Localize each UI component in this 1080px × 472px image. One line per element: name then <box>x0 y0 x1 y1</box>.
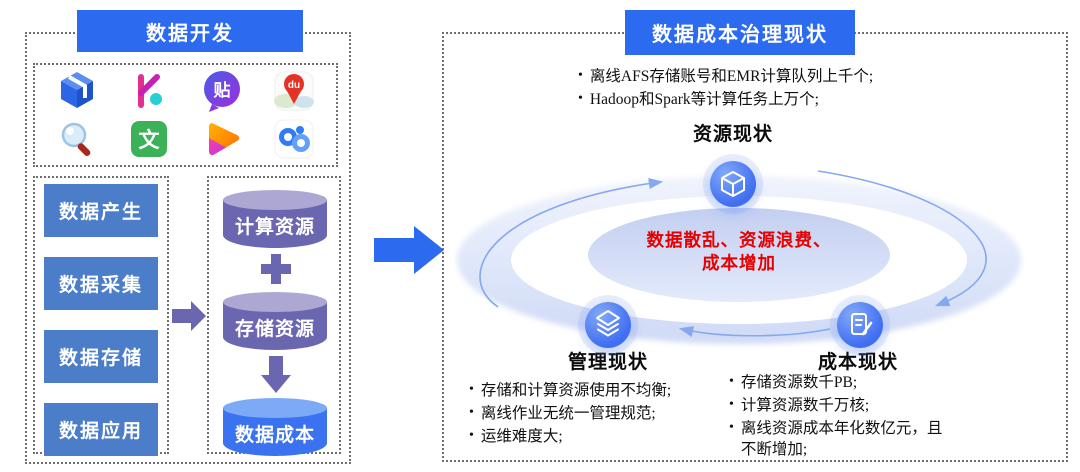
resource-node <box>710 161 756 207</box>
warning-line-2: 成本增加 <box>702 253 776 273</box>
inner-ellipse <box>588 208 890 302</box>
bullet-item: Hadoop和Spark等计算任务上万个; <box>578 89 923 110</box>
management-status-heading: 管理现状 <box>567 352 648 373</box>
bullet-text: Hadoop和Spark等计算任务上万个; <box>589 91 819 109</box>
resource-status-heading: 资源现状 <box>692 124 773 145</box>
stage-data-application: 数据应用 <box>44 403 158 456</box>
warning-line-1: 数据散乱、资源浪费、 <box>646 230 832 250</box>
right-panel-title-label: 数据成本治理现状 <box>652 24 828 46</box>
resources-box: 计算资源 存储资源 数据成本 <box>207 176 341 456</box>
cost-node <box>837 302 883 348</box>
compute-resource-cylinder: 计算资源 <box>223 190 327 248</box>
baidu-apps-box: 贴 du 文 <box>33 63 338 167</box>
bullet-text: 离线AFS存储账号和EMR计算队列上千个; <box>589 68 874 85</box>
down-arrow-icon <box>261 356 291 394</box>
bullet-item: 离线作业无统一管理规范; <box>469 403 701 424</box>
storage-resource-cylinder: 存储资源 <box>223 292 327 350</box>
management-bullets: 存储和计算资源使用不均衡; 离线作业无统一管理规范; 运维难度大; <box>469 380 701 449</box>
layers-icon <box>596 310 620 337</box>
baidu-netdisk-icon <box>271 116 317 162</box>
tieba-glyph: 贴 <box>213 80 230 100</box>
bullet-item: 运维难度大; <box>469 426 701 447</box>
baidu-maps-icon: du <box>271 68 317 114</box>
document-edit-icon <box>851 313 873 336</box>
bullet-item: 存储资源数千PB; <box>729 372 947 393</box>
tieba-icon: 贴 <box>199 68 245 114</box>
bullet-item: 存储和计算资源使用不均衡; <box>469 380 701 401</box>
cycle-arc-bottom <box>678 326 831 338</box>
panel-transition-arrow-icon <box>374 226 444 274</box>
storage-resource-label: 存储资源 <box>234 319 315 340</box>
stage-data-generation: 数据产生 <box>44 184 158 237</box>
data-cost-label: 数据成本 <box>234 425 315 446</box>
bullet-item: 离线资源成本年化数亿元，且不断增加; <box>729 418 947 460</box>
bullet-text: 存储和计算资源使用不均衡; <box>480 382 672 399</box>
plus-icon <box>261 254 291 284</box>
stages-to-resources-arrow-icon <box>172 301 206 331</box>
stage-label: 数据存储 <box>58 348 143 369</box>
left-panel-title: 数据开发 <box>77 10 303 52</box>
maps-glyph: du <box>288 80 300 91</box>
cycle-arc-left <box>479 177 664 308</box>
stage-data-storage: 数据存储 <box>44 330 158 383</box>
k-shape-app-icon <box>126 68 172 114</box>
cycle-arc-right <box>817 170 987 307</box>
bullet-text: 运维难度大; <box>480 428 563 446</box>
stage-label: 数据采集 <box>58 275 143 296</box>
bullet-text: 存储资源数千PB; <box>740 374 858 391</box>
data-cost-cylinder: 数据成本 <box>223 398 327 456</box>
compute-resource-label: 计算资源 <box>234 217 315 238</box>
center-warning-text: 数据散乱、资源浪费、 成本增加 <box>589 229 889 275</box>
stage-data-collection: 数据采集 <box>44 257 158 310</box>
wenku-glyph: 文 <box>139 128 161 152</box>
resource-status-bullets: 离线AFS存储账号和EMR计算队列上千个; Hadoop和Spark等计算任务上… <box>578 66 923 112</box>
bullet-text: 离线作业无统一管理规范; <box>480 405 656 423</box>
bullet-text: 计算资源数千万核; <box>740 397 870 415</box>
search-magnifier-icon <box>54 116 100 162</box>
haokan-video-icon <box>199 116 245 162</box>
right-panel-title: 数据成本治理现状 <box>625 10 855 55</box>
wenku-icon: 文 <box>126 116 172 162</box>
stage-label: 数据应用 <box>58 421 143 442</box>
cost-status-heading: 成本现状 <box>817 352 898 373</box>
bullet-item: 计算资源数千万核; <box>729 395 947 416</box>
cost-bullets: 存储资源数千PB; 计算资源数千万核; 离线资源成本年化数亿元，且不断增加; <box>729 372 947 462</box>
bullet-text: 离线资源成本年化数亿元，且不断增加; <box>740 420 943 459</box>
stage-label: 数据产生 <box>58 202 143 223</box>
left-panel-title-label: 数据开发 <box>146 22 234 45</box>
data-stages-box: 数据产生 数据采集 数据存储 数据应用 <box>33 176 169 456</box>
baidu-cloud-cube-icon <box>54 68 100 114</box>
management-node <box>585 302 631 348</box>
cycle-diagram <box>457 170 1021 344</box>
cube-icon <box>721 171 745 197</box>
bullet-item: 离线AFS存储账号和EMR计算队列上千个; <box>578 66 923 87</box>
